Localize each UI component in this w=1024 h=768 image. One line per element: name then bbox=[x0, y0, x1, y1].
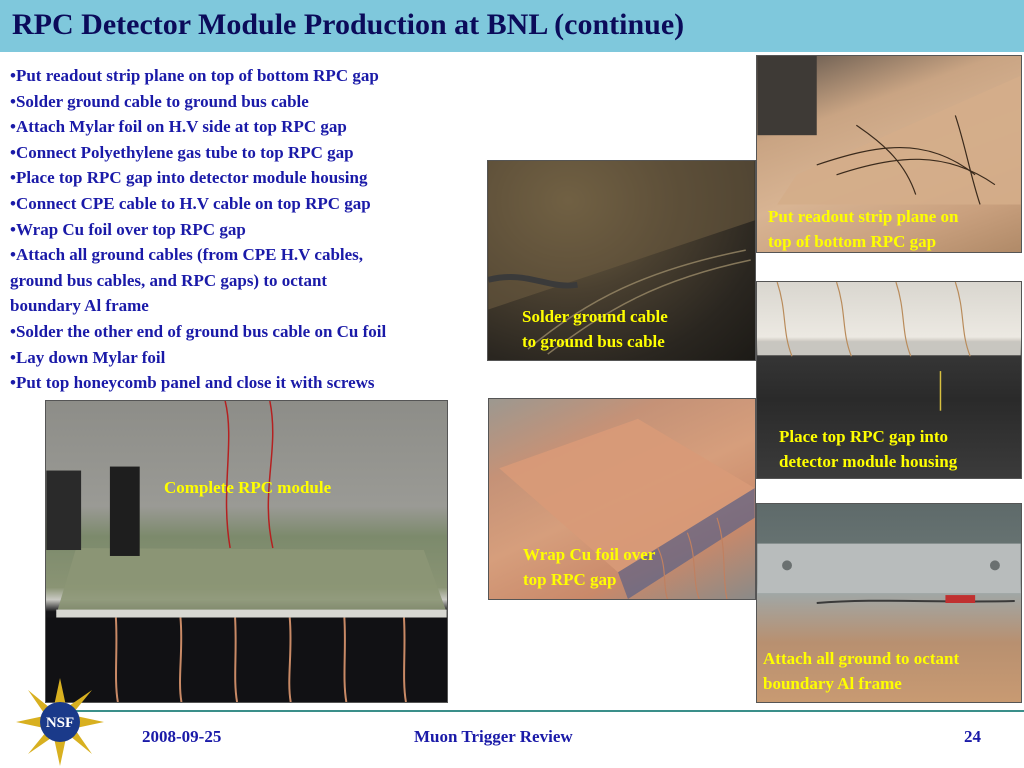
bullet-item: •Lay down Mylar foil bbox=[10, 347, 166, 367]
photo-strip-image bbox=[757, 56, 1021, 205]
nsf-logo-icon: NSF bbox=[16, 678, 104, 766]
caption-ground-line1: Attach all ground to octant bbox=[763, 649, 960, 668]
bullet-item: •Solder the other end of ground bus cabl… bbox=[10, 321, 387, 341]
photo-complete-module: Complete RPC module bbox=[45, 400, 448, 703]
caption-strip-line2: top of bottom RPC gap bbox=[768, 232, 937, 251]
slide-title: RPC Detector Module Production at BNL (c… bbox=[12, 8, 685, 41]
caption-strip-line1: Put readout strip plane on bbox=[768, 207, 959, 226]
caption-complete-module: Complete RPC module bbox=[164, 478, 332, 497]
caption-wrap-line1: Wrap Cu foil over bbox=[523, 545, 656, 564]
bullet-item: •Put top honeycomb panel and close it wi… bbox=[10, 373, 375, 393]
photo-ground-image bbox=[757, 543, 1021, 604]
bullet-item: •Place top RPC gap into detector module … bbox=[10, 168, 368, 188]
caption-wrap-line2: top RPC gap bbox=[523, 570, 617, 589]
bullet-item: •Attach Mylar foil on H.V side at top RP… bbox=[10, 117, 347, 137]
photo-complete-module-image bbox=[46, 401, 447, 702]
page-number: 24 bbox=[964, 727, 981, 746]
caption-solder-line1: Solder ground cable bbox=[522, 307, 668, 326]
photo-wrap-image bbox=[499, 418, 755, 599]
photo-wrap-cu-foil: Wrap Cu foil over top RPC gap bbox=[488, 398, 756, 600]
caption-ground-line2: boundary Al frame bbox=[763, 674, 902, 693]
footer-event: Muon Trigger Review bbox=[414, 727, 573, 746]
photo-attach-ground: Attach all ground to octant boundary Al … bbox=[756, 503, 1022, 703]
title-bar: RPC Detector Module Production at BNL (c… bbox=[0, 0, 1024, 52]
bullet-item: •Attach all ground cables (from CPE H.V … bbox=[10, 245, 364, 265]
caption-place-line1: Place top RPC gap into bbox=[779, 427, 949, 446]
bullet-item: •Connect Polyethylene gas tube to top RP… bbox=[10, 142, 354, 162]
bullet-item: •Solder ground cable to ground bus cable bbox=[10, 91, 309, 111]
photo-readout-strip-plane: Put readout strip plane on top of bottom… bbox=[756, 55, 1022, 253]
bullet-item: boundary Al frame bbox=[10, 296, 149, 316]
bullet-list: •Put readout strip plane on top of botto… bbox=[10, 63, 488, 396]
caption-solder-line2: to ground bus cable bbox=[522, 332, 665, 351]
photo-solder-ground-cable: Solder ground cable to ground bus cable bbox=[487, 160, 756, 361]
caption-place-line2: detector module housing bbox=[779, 452, 958, 471]
footer-date: 2008-09-25 bbox=[142, 727, 222, 746]
bullet-item: •Connect CPE cable to H.V cable on top R… bbox=[10, 193, 371, 213]
photo-place-top-rpc-gap: Place top RPC gap into detector module h… bbox=[756, 281, 1022, 479]
bullet-item: •Wrap Cu foil over top RPC gap bbox=[10, 219, 246, 239]
nsf-logo-text: NSF bbox=[46, 715, 74, 731]
bullet-item: ground bus cables, and RPC gaps) to octa… bbox=[10, 270, 328, 290]
bullet-item: •Put readout strip plane on top of botto… bbox=[10, 66, 379, 85]
photo-solder-image bbox=[488, 161, 755, 355]
footer-divider bbox=[50, 710, 1024, 712]
photo-place-image bbox=[757, 282, 1021, 411]
